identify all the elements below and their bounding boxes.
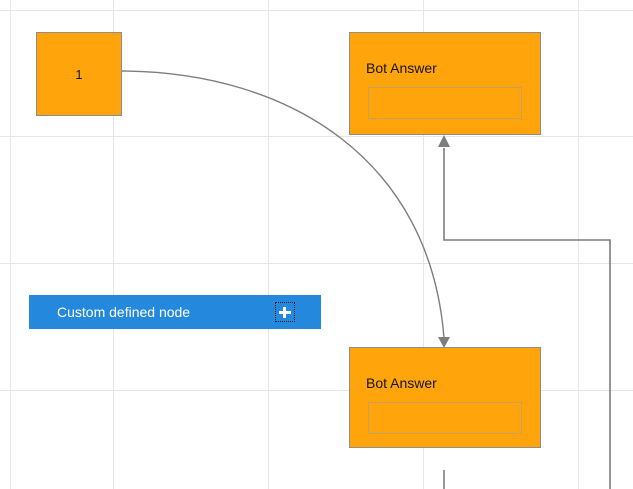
connector-orthogonal-path[interactable]: [443, 148, 611, 489]
connector-curved-path[interactable]: [121, 70, 445, 339]
plus-icon[interactable]: [275, 302, 295, 322]
connector-curved-arrowhead: [438, 337, 450, 348]
plus-icon-vertical-bar: [283, 307, 286, 318]
node-1[interactable]: 1: [36, 32, 122, 116]
custom-defined-node-label: Custom defined node: [57, 304, 191, 320]
node-bot-answer-bottom-slot[interactable]: [368, 402, 522, 434]
node-bot-answer-top[interactable]: Bot Answer: [349, 32, 541, 135]
node-1-label: 1: [75, 66, 83, 82]
node-bot-answer-bottom[interactable]: Bot Answer: [349, 347, 541, 448]
node-bot-answer-bottom-title: Bot Answer: [366, 375, 437, 391]
node-bot-answer-top-title: Bot Answer: [366, 60, 437, 76]
custom-defined-node-item[interactable]: Custom defined node: [29, 295, 321, 329]
connector-orthogonal-arrowhead: [438, 135, 450, 147]
node-bot-answer-top-slot[interactable]: [368, 87, 522, 119]
